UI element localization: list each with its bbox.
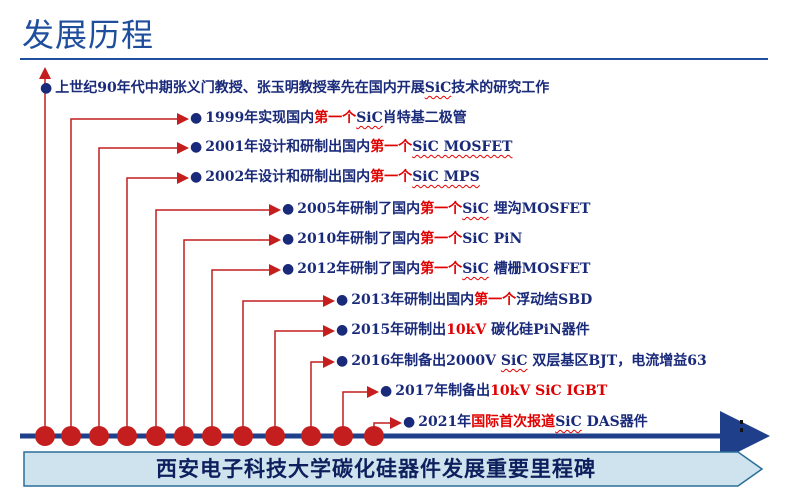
axis-mark xyxy=(740,420,743,424)
milestone-item: ●2015年研制出10kV 碳化硅PiN器件 xyxy=(336,321,590,339)
milestone-dot xyxy=(89,426,109,446)
milestone-text: 1999年实现国内 xyxy=(205,110,315,126)
milestone-text-end: DAS器件 xyxy=(581,414,648,430)
bullet-icon: ● xyxy=(403,414,416,430)
milestone-dot xyxy=(202,426,222,446)
connector-2 xyxy=(98,142,189,436)
milestone-highlight: 第一个 xyxy=(370,169,413,185)
milestone-item: ●2001年设计和研制出国内第一个SiC MOSFET xyxy=(190,138,512,156)
page-title: 发展历程 xyxy=(22,16,155,54)
bullet-icon: ● xyxy=(282,231,295,247)
milestone-item: ●2002年设计和研制出国内第一个SiC MPS xyxy=(190,168,480,186)
milestone-dot xyxy=(301,426,321,446)
milestone-highlight: 第一个 xyxy=(314,110,357,126)
milestone-term: SiC MPS xyxy=(412,169,480,185)
bullet-icon: ● xyxy=(336,292,349,308)
milestone-item: ●1999年实现国内第一个SiC肖特基二极管 xyxy=(190,109,467,127)
connector-1 xyxy=(70,113,189,436)
milestone-highlight: 10kV xyxy=(446,322,487,338)
milestone-dot xyxy=(364,426,384,446)
milestone-highlight: 第一个 xyxy=(420,231,463,247)
milestone-item: ●2013年研制出国内第一个浮动结SBD xyxy=(336,291,592,309)
milestone-text-end: 双层基区BJT，电流增益63 xyxy=(527,353,707,369)
milestone-dot xyxy=(35,426,55,446)
milestone-text: 2017年制备出 xyxy=(395,383,491,399)
bullet-icon: ● xyxy=(336,353,349,369)
milestone-text: 2012年研制了国内 xyxy=(297,261,421,277)
milestone-text-end: 技术的研究工作 xyxy=(451,80,550,96)
connector-10 xyxy=(342,386,379,436)
milestone-highlight: 第一个 xyxy=(370,139,413,155)
milestone-term: SiC xyxy=(462,201,489,217)
connector-3 xyxy=(126,172,189,436)
milestone-term: SiC xyxy=(356,110,383,126)
milestone-item: ●2012年研制了国内第一个SiC 槽栅MOSFET xyxy=(282,260,590,278)
milestone-highlight: 第一个 xyxy=(474,292,517,308)
milestone-text: 2013年研制出国内 xyxy=(351,292,475,308)
axis-mark xyxy=(740,428,743,432)
milestone-text: 2002年设计和研制出国内 xyxy=(205,169,371,185)
title-divider xyxy=(20,58,768,60)
milestone-item: ●2010年研制了国内第一个SiC PiN xyxy=(282,230,522,248)
milestone-text: 2015年研制出 xyxy=(351,322,447,338)
milestone-dot xyxy=(265,426,285,446)
banner-label: 西安电子科技大学碳化硅器件发展重要里程碑 xyxy=(156,457,596,481)
milestone-term: SiC xyxy=(500,353,528,369)
milestone-text: 2005年研制了国内 xyxy=(297,201,421,217)
bullet-icon: ● xyxy=(190,110,203,126)
milestone-item: ●2017年制备出10kV SiC IGBT xyxy=(380,382,607,400)
milestone-dot xyxy=(174,426,194,446)
milestone-text-end: SiC PiN xyxy=(462,231,523,247)
bullet-icon: ● xyxy=(336,322,349,338)
milestone-text: 2010年研制了国内 xyxy=(297,231,421,247)
bullet-icon: ● xyxy=(190,139,203,155)
milestone-item: ●2021年国际首次报道SiC DAS器件 xyxy=(403,413,648,431)
milestone-text-end: 槽栅MOSFET xyxy=(488,261,591,277)
milestone-highlight: 国际首次报道 xyxy=(471,414,556,430)
milestone-text: 2001年设计和研制出国内 xyxy=(205,139,371,155)
milestone-dot xyxy=(333,426,353,446)
milestone-term: SiC xyxy=(424,80,452,96)
milestone-dot xyxy=(117,426,137,446)
connector-7 xyxy=(242,295,335,436)
milestone-term: SiC xyxy=(555,414,582,430)
milestone-item: ●上世纪90年代中期张义门教授、张玉明教授率先在国内开展SiC技术的研究工作 xyxy=(40,79,549,97)
milestone-dot xyxy=(233,426,253,446)
milestone-dot xyxy=(146,426,166,446)
milestone-item: ●2005年研制了国内第一个SiC 埋沟MOSFET xyxy=(282,200,590,218)
connector-4 xyxy=(155,204,281,436)
milestone-highlight: 第一个 xyxy=(420,261,463,277)
milestone-term: SiC xyxy=(462,261,489,277)
milestone-text: 2016年制备出2000V xyxy=(351,353,501,369)
bullet-icon: ● xyxy=(282,201,295,217)
milestone-text-end: 浮动结SBD xyxy=(516,292,593,308)
connector-6 xyxy=(211,264,281,436)
bullet-icon: ● xyxy=(190,169,203,185)
milestone-highlight: 第一个 xyxy=(420,201,463,217)
milestone-term: SiC MOSFET xyxy=(412,139,513,155)
connector-5 xyxy=(183,234,281,436)
connector-8 xyxy=(274,325,335,436)
bullet-icon: ● xyxy=(282,261,295,277)
milestone-dot xyxy=(61,426,81,446)
milestone-text: 2021年 xyxy=(418,414,472,430)
banner-arrow xyxy=(23,451,764,487)
bullet-icon: ● xyxy=(380,383,393,399)
milestone-text-end: 埋沟MOSFET xyxy=(488,201,591,217)
milestone-text-end: 碳化硅PiN器件 xyxy=(486,322,590,338)
bullet-icon: ● xyxy=(40,80,53,96)
connector-9 xyxy=(310,356,335,436)
milestone-item: ●2016年制备出2000V SiC 双层基区BJT，电流增益63 xyxy=(336,352,707,370)
milestone-text-end: 肖特基二极管 xyxy=(382,110,467,126)
milestone-text: 上世纪90年代中期张义门教授、张玉明教授率先在国内开展 xyxy=(55,80,425,96)
milestone-highlight: 10kV SiC IGBT xyxy=(490,383,608,399)
